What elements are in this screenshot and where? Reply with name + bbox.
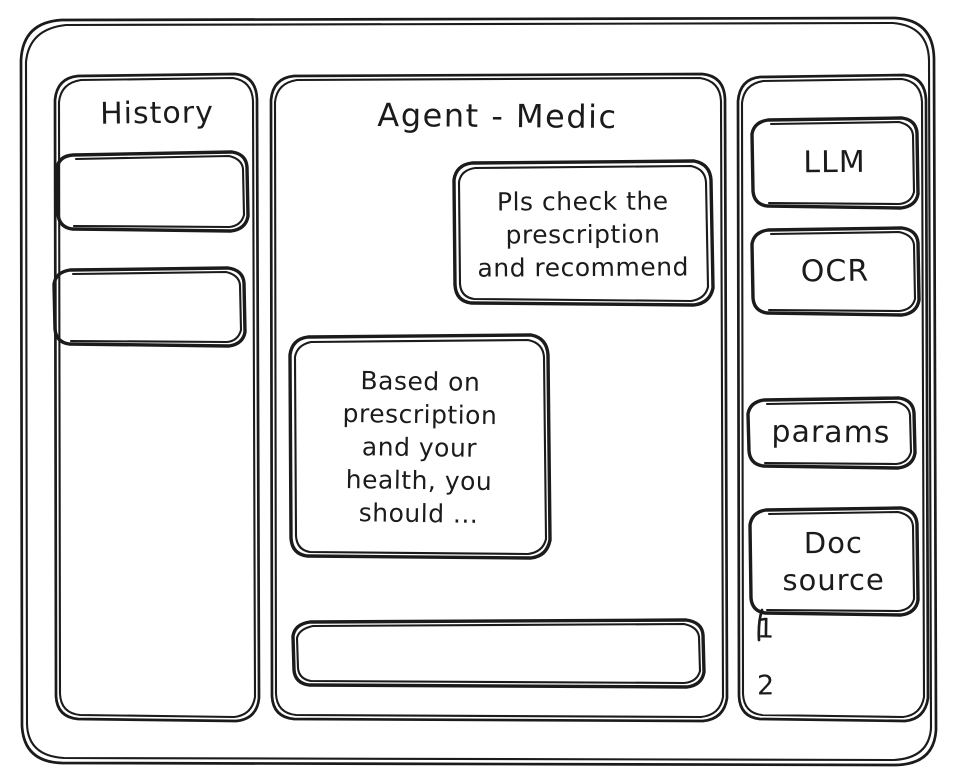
tool-card-doc-source[interactable]: Doc source <box>782 525 885 598</box>
tool-card-llm[interactable]: LLM <box>803 145 866 181</box>
history-item[interactable] <box>58 153 248 230</box>
page-title: Agent - Medic <box>377 96 618 137</box>
history-panel-title: History <box>99 95 215 132</box>
doc-source-list-item[interactable]: 1 <box>756 612 775 645</box>
user-message-bubble: Pls check the prescription and recommend <box>477 185 690 283</box>
assistant-message-bubble: Based on prescription and your health, y… <box>342 366 498 529</box>
tool-card-ocr[interactable]: OCR <box>800 253 870 290</box>
doc-source-list-item[interactable]: 2 <box>756 669 775 702</box>
history-item[interactable] <box>55 269 245 345</box>
composer-input[interactable] <box>294 621 703 687</box>
tool-card-params[interactable]: params <box>771 414 891 451</box>
